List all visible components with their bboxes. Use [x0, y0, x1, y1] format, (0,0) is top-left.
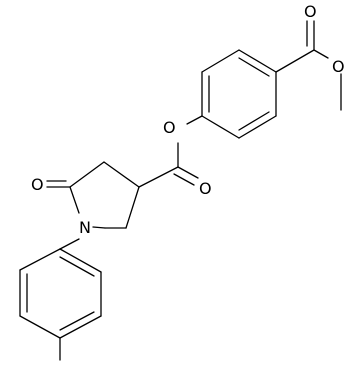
ring-bond [69, 186, 80, 214]
ring-bond [92, 226, 106, 229]
ester-double-bond [173, 173, 195, 186]
ketone-oxygen-label: O [31, 175, 44, 194]
tolyl-bond [59, 256, 95, 277]
tolyl-bond [19, 248, 61, 271]
tolyl-bond [59, 248, 102, 273]
ester-single-oxygen-label: O [163, 118, 176, 137]
ester-carbonyl-oxygen-label: O [199, 179, 212, 198]
aryl-bond [201, 49, 240, 73]
aryl-bond [201, 115, 240, 139]
methyl-ester-carbonyl-oxygen-label: O [304, 2, 317, 21]
ester-double-bond [177, 166, 199, 179]
aryl-bond [238, 57, 270, 77]
tolyl-bond [59, 311, 95, 331]
aryl-bond [238, 111, 270, 131]
ring-nitrogen-label: N [79, 218, 91, 237]
methyl-ester-bond [313, 49, 329, 59]
methyl-ester-single-oxygen-label: O [332, 57, 345, 76]
aryl-bond [186, 115, 203, 125]
aryl-bond [238, 49, 277, 73]
ring-bond [103, 161, 140, 188]
tolyl-bond [59, 238, 80, 250]
methyl-ester-bond [275, 49, 315, 73]
tolyl-bond [59, 315, 102, 339]
ester-bond [138, 166, 179, 188]
tolyl-bond [19, 315, 61, 339]
aryl-bond [238, 115, 277, 139]
ring-bond [125, 186, 140, 229]
ring-bond [69, 161, 105, 188]
